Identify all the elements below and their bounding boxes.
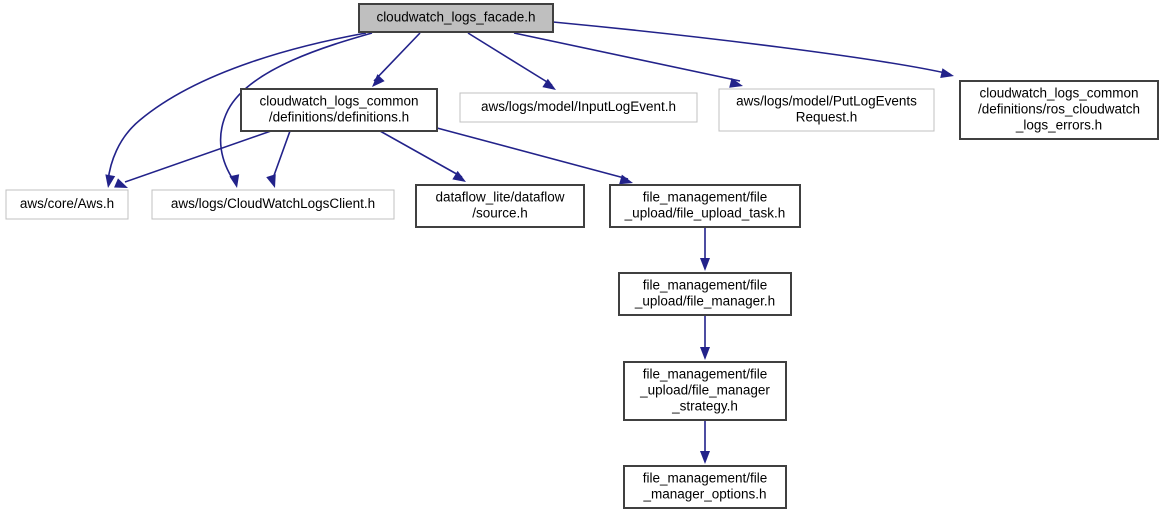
edge-facade-to-aws-core [107,32,367,182]
arrowhead-file-upload-task [619,174,633,185]
arrowhead-file-manager [700,258,710,271]
cloudwatch-logs-facade-node-box[interactable] [358,3,554,33]
edge-facade-to-ros-errors [552,21,951,75]
aws-logs-cloudwatchlogsclient-node[interactable]: aws/logs/CloudWatchLogsClient.h [151,189,395,220]
edge-facade-to-cloudwatchlogsclient [219,32,373,182]
file-manager-strategy-node-box[interactable] [623,361,787,421]
aws-logs-cloudwatchlogsclient-node-label-line-0: aws/logs/CloudWatchLogsClient.h [171,196,375,211]
arrowhead-inputlogevent [542,78,556,90]
arrowhead-ros-errors [940,68,954,78]
file-manager-options-node-box[interactable] [623,465,787,509]
file-manager-options-node-label-line-1: _manager_options.h [642,487,766,502]
dataflow-lite-source-node-label-line-0: dataflow_lite/dataflow [435,190,564,205]
file-upload-task-node-label-line-0: file_management/file [643,190,768,205]
file-upload-task-node-label-line-1: _upload/file_upload_task.h [624,206,786,221]
edge-definitions-to-source [379,130,463,178]
edge-definitions-to-file-upload-task [436,127,629,180]
edge-facade-to-inputlogevent [467,32,553,86]
arrowhead-cloudwatchlogsclient-a [229,174,240,188]
aws-core-aws-node-label-line-0: aws/core/Aws.h [20,196,114,211]
arrowhead-options [700,451,710,464]
aws-logs-model-putlogeventsrequest-node-box[interactable] [718,88,935,132]
arrowhead-definitions [372,74,385,87]
cloudwatch-logs-common-definitions-node[interactable]: cloudwatch_logs_common/definitions/defin… [240,88,438,132]
arrowhead-putlogevents [729,78,743,88]
aws-logs-model-inputlogevent-node-label-line-0: aws/logs/model/InputLogEvent.h [481,99,676,114]
file-manager-strategy-node-label-line-1: _upload/file_manager [639,383,770,398]
file-manager-strategy-node-label-line-2: _strategy.h [671,399,738,414]
cloudwatch-logs-facade-node[interactable]: cloudwatch_logs_facade.h [358,3,554,33]
arrowhead-strategy [700,347,710,360]
cloudwatch-logs-common-definitions-node-label-line-1: /definitions/definitions.h [269,110,409,125]
cloudwatch-logs-common-ros-errors-node-label-line-2: _logs_errors.h [1015,118,1102,133]
aws-logs-model-putlogeventsrequest-node-label-line-0: aws/logs/model/PutLogEvents [736,94,917,109]
file-manager-node-label-line-1: _upload/file_manager.h [634,294,775,309]
cloudwatch-logs-common-ros-errors-node-box[interactable] [959,80,1159,140]
file-manager-node-box[interactable] [618,272,792,316]
aws-logs-model-inputlogevent-node[interactable]: aws/logs/model/InputLogEvent.h [459,92,698,123]
edge-facade-to-putlogevents [513,32,741,82]
arrowhead-aws-core-b [114,178,128,188]
file-manager-options-node-label-line-0: file_management/file [643,471,768,486]
file-manager-strategy-node[interactable]: file_management/file_upload/file_manager… [623,361,787,421]
edge-facade-to-definitions [373,32,421,82]
arrowhead-aws-core-a [105,174,116,188]
cloudwatch-logs-common-definitions-node-label-line-0: cloudwatch_logs_common [259,94,418,109]
cloudwatch-logs-common-ros-errors-node[interactable]: cloudwatch_logs_common/definitions/ros_c… [959,80,1159,140]
aws-logs-model-putlogeventsrequest-node-label-line-1: Request.h [796,110,858,125]
arrowhead-cloudwatchlogsclient-b [266,174,276,188]
cloudwatch-logs-common-ros-errors-node-label-line-0: cloudwatch_logs_common [979,86,1138,101]
edge-definitions-to-aws-core [124,130,272,183]
file-manager-strategy-node-label-line-0: file_management/file [643,367,768,382]
aws-core-aws-node[interactable]: aws/core/Aws.h [5,189,129,220]
aws-core-aws-node-box[interactable] [5,189,129,220]
nodes-layer: cloudwatch_logs_facade.h cloudwatch_logs_… [5,3,1159,509]
file-upload-task-node[interactable]: file_management/file_upload/file_upload_… [609,184,801,228]
file-upload-task-node-box[interactable] [609,184,801,228]
aws-logs-cloudwatchlogsclient-node-box[interactable] [151,189,395,220]
aws-logs-model-inputlogevent-node-box[interactable] [459,92,698,123]
dataflow-lite-source-node-label-line-1: /source.h [472,206,528,221]
file-manager-node[interactable]: file_management/file_upload/file_manager… [618,272,792,316]
edges-layer [107,21,951,458]
dataflow-lite-source-node[interactable]: dataflow_lite/dataflow/source.h [415,184,585,228]
arrowheads-layer [105,68,954,464]
cloudwatch-logs-common-definitions-node-box[interactable] [240,88,438,132]
arrowhead-source [452,170,466,182]
edge-definitions-to-cloudwatchlogsclient [271,130,291,182]
file-manager-options-node[interactable]: file_management/file_manager_options.h [623,465,787,509]
file-manager-node-label-line-0: file_management/file [643,278,768,293]
cloudwatch-logs-facade-node-label-line-0: cloudwatch_logs_facade.h [376,10,535,25]
dataflow-lite-source-node-box[interactable] [415,184,585,228]
cloudwatch-logs-common-ros-errors-node-label-line-1: /definitions/ros_cloudwatch [978,102,1140,117]
